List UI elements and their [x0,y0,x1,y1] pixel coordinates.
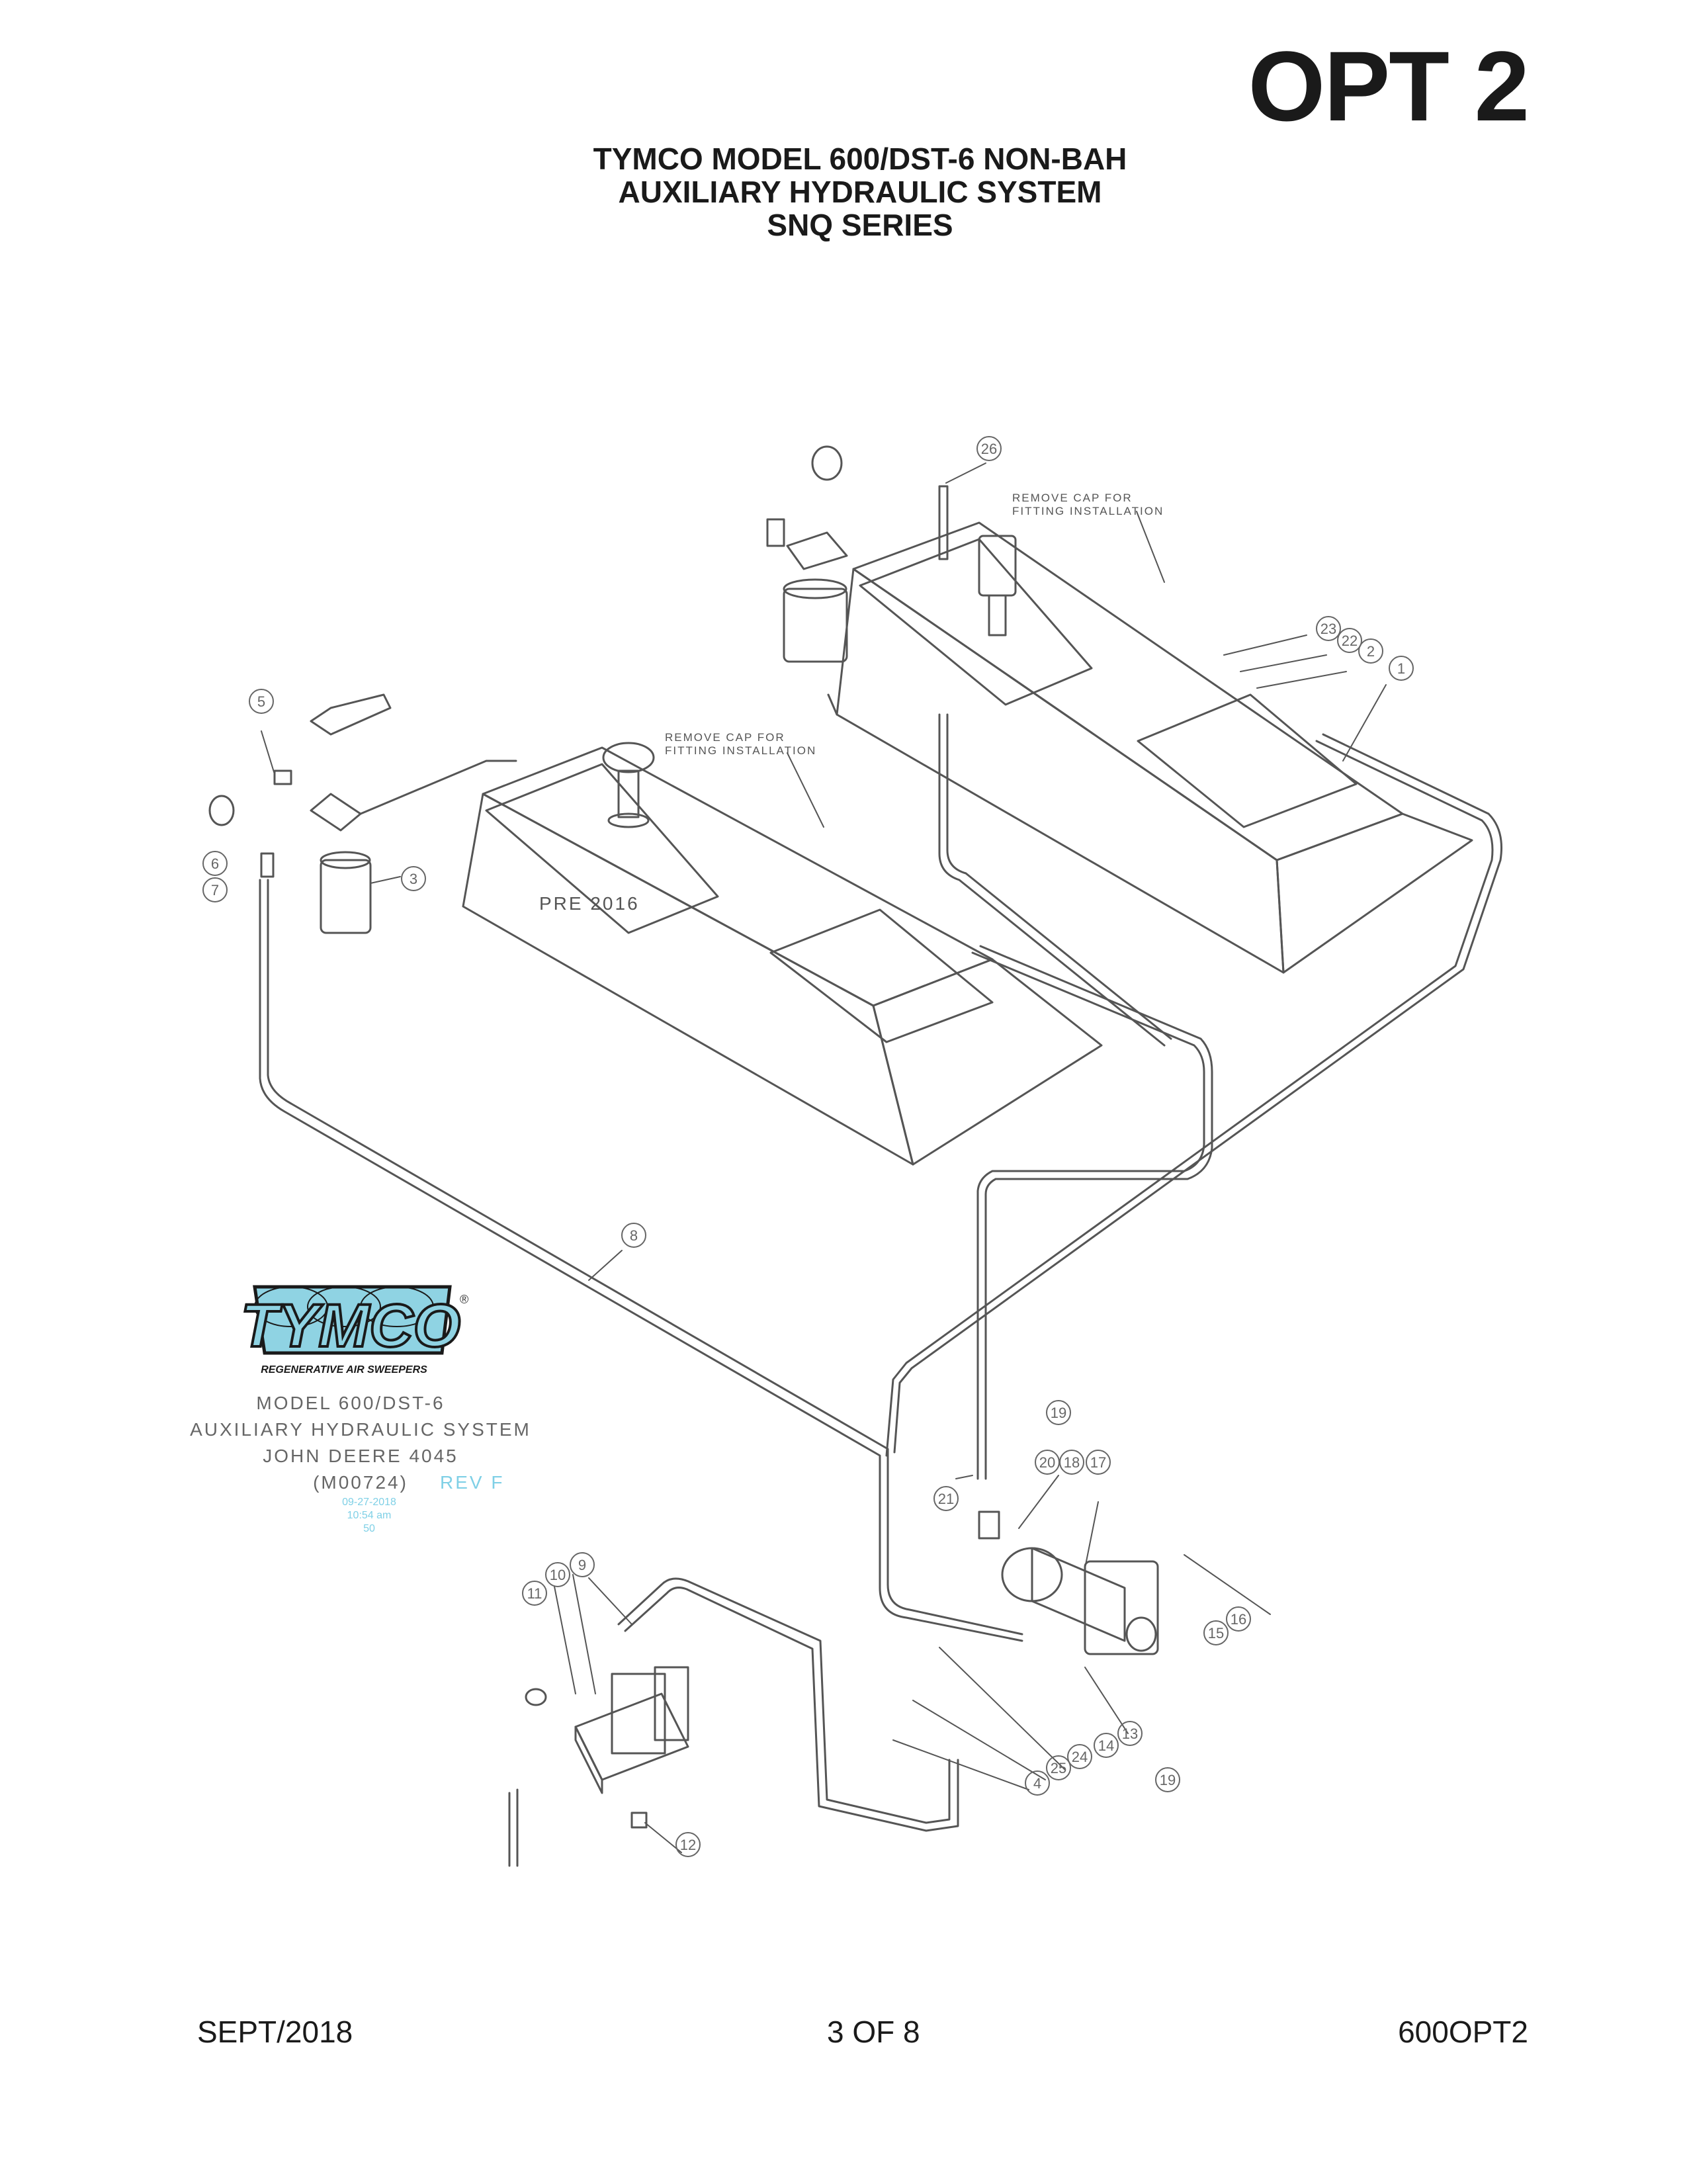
callout-10: 10 [550,1567,566,1583]
logo-tagline: REGENERATIVE AIR SWEEPERS [261,1364,427,1376]
callout-14: 14 [1098,1737,1114,1754]
leader-lines [261,462,1387,1853]
hose-lines [259,713,1503,1867]
filter-assembly-top [766,445,1017,663]
title-line-1: TYMCO MODEL 600/DST-6 NON-BAH [593,142,1127,176]
tymco-logo: TYMCO ® REGENERATIVE AIR SWEEPERS [239,1285,468,1376]
callout-1: 1 [1397,660,1405,677]
footer-page: 3 OF 8 [827,2015,920,2049]
lower-tank [462,746,1103,1166]
stamp-date: 09-27-2018 [342,1497,396,1508]
remove-cap-note-2a: REMOVE CAP FOR [665,731,785,744]
upper-tank [827,521,1473,974]
stamp-line-2: AUXILIARY HYDRAULIC SYSTEM [190,1419,531,1440]
callout-8: 8 [630,1227,638,1244]
option-label: OPT 2 [1248,30,1530,142]
remove-cap-note-1a: REMOVE CAP FOR [1012,492,1133,504]
logo-registered: ® [460,1293,468,1306]
footer-date: SEPT/2018 [197,2015,353,2049]
callout-26: 26 [981,441,997,457]
callout-19b: 19 [1160,1772,1176,1788]
stamp-line-4: (M00724) [313,1472,408,1493]
callout-5: 5 [257,693,265,710]
stamp-meta: 09-27-2018 10:54 am 50 [342,1497,396,1534]
callout-11: 11 [527,1585,542,1602]
callout-9: 9 [578,1557,586,1573]
footer-code: 600OPT2 [1398,2015,1528,2049]
remove-cap-note-2b: FITTING INSTALLATION [665,744,816,757]
callout-3: 3 [410,871,417,887]
callout-16: 16 [1231,1611,1246,1628]
remove-cap-note-1b: FITTING INSTALLATION [1012,505,1164,517]
callout-21: 21 [938,1491,954,1507]
callout-13: 13 [1122,1725,1138,1742]
stamp-line-3: JOHN DEERE 4045 [263,1446,458,1466]
callout-22: 22 [1342,633,1358,649]
stamp-time: 10:54 am [347,1510,392,1521]
callout-7: 7 [211,882,219,898]
callout-labels: 1 2 3 4 5 6 7 8 9 10 11 12 13 14 15 16 1… [211,441,1405,1853]
title-block: TYMCO MODEL 600/DST-6 NON-BAH AUXILIARY … [0,142,1687,241]
callout-15: 15 [1208,1625,1224,1641]
title-line-3: SNQ SERIES [767,208,953,242]
pump-assembly [978,1510,1159,1655]
callout-6: 6 [211,855,219,872]
callout-18: 18 [1064,1454,1080,1471]
callout-2: 2 [1367,643,1375,660]
tank-label: PRE 2016 [539,893,640,914]
filter-assembly-left [208,693,517,934]
callout-12: 12 [680,1837,696,1853]
title-line-2: AUXILIARY HYDRAULIC SYSTEM [618,175,1102,209]
callout-24: 24 [1072,1749,1088,1765]
filler-neck [602,742,655,828]
callout-group [202,436,1414,1857]
callout-23: 23 [1320,621,1336,637]
callout-20: 20 [1039,1454,1055,1471]
logo-brand: TYMCO [241,1292,460,1360]
stamp-scale: 50 [363,1523,375,1534]
callout-17: 17 [1090,1454,1106,1471]
stamp-line-1: MODEL 600/DST-6 [256,1393,445,1413]
callout-19a: 19 [1051,1405,1066,1421]
drawing-stamp: MODEL 600/DST-6 AUXILIARY HYDRAULIC SYST… [190,1393,531,1493]
stamp-rev: REV F [440,1472,504,1493]
callout-25: 25 [1051,1760,1066,1776]
callout-4: 4 [1033,1775,1041,1792]
valve-bank [525,1666,689,1829]
